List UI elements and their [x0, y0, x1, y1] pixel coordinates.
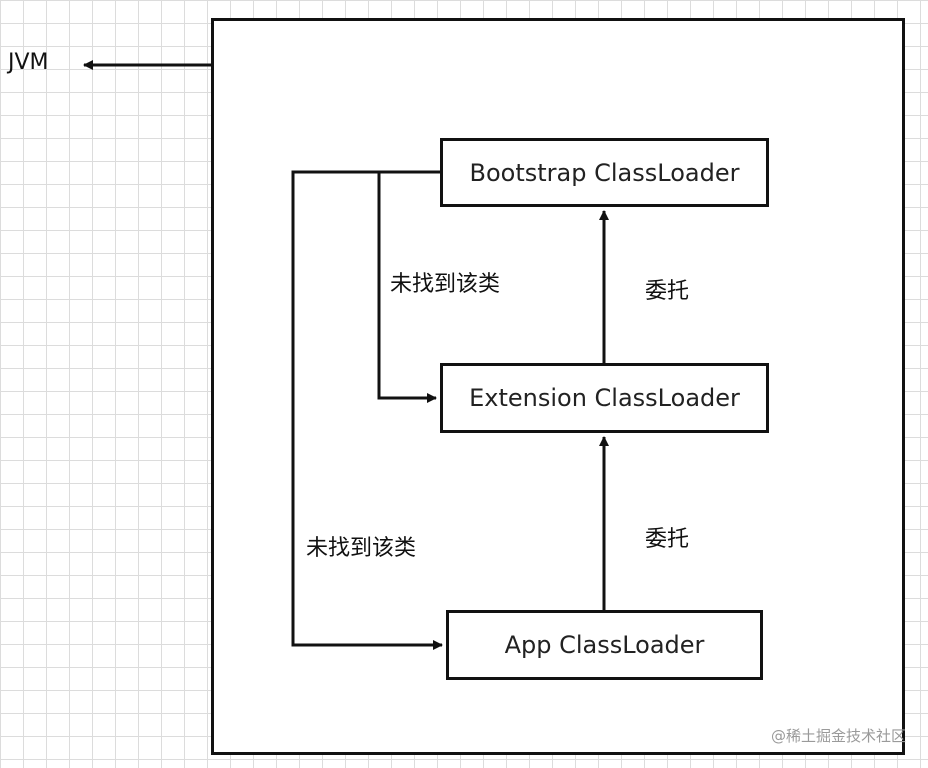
bootstrap-classloader-node: Bootstrap ClassLoader	[440, 138, 769, 207]
extension-classloader-label: Extension ClassLoader	[469, 384, 740, 412]
app-classloader-node: App ClassLoader	[446, 610, 763, 680]
jvm-label: JVM	[8, 50, 49, 75]
bootstrap-classloader-label: Bootstrap ClassLoader	[469, 158, 740, 187]
watermark: @稀土掘金技术社区	[770, 727, 906, 745]
app-classloader-label: App ClassLoader	[504, 631, 705, 659]
not-found-label-1: 未找到该类	[390, 272, 501, 297]
not-found-label-2: 未找到该类	[306, 536, 417, 561]
delegate-label-1: 委托	[645, 279, 690, 304]
delegate-label-2: 委托	[645, 527, 690, 552]
extension-classloader-node: Extension ClassLoader	[440, 363, 769, 433]
